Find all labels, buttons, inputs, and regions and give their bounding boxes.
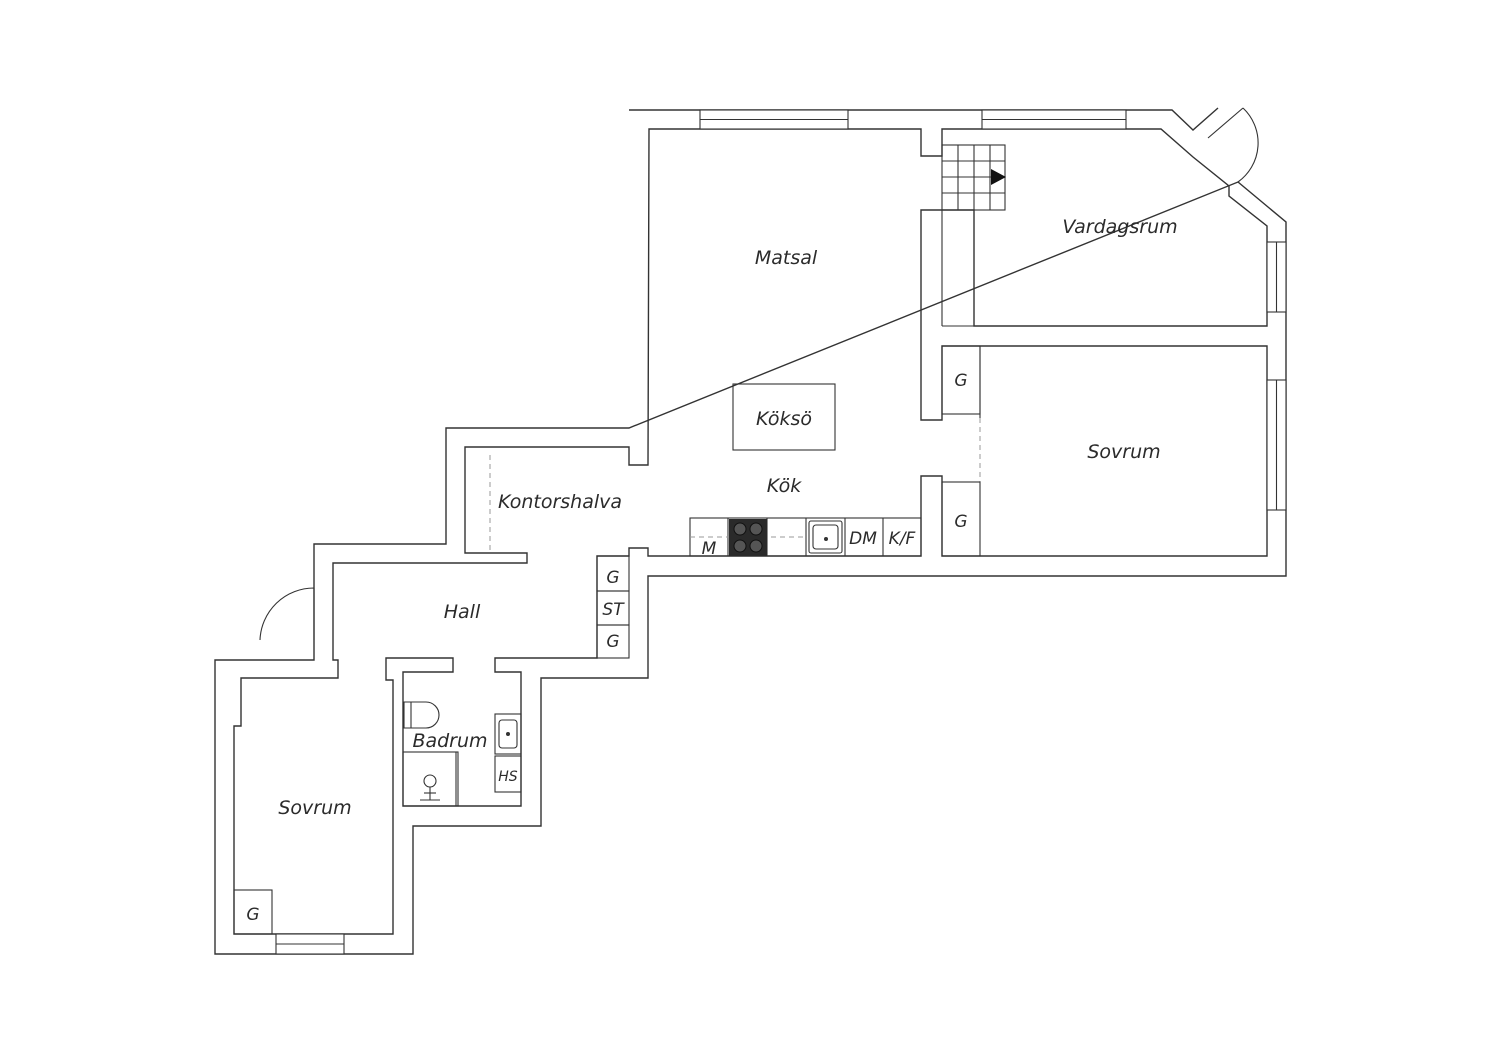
label-microwave: M bbox=[702, 539, 717, 559]
label-g-closet-1: G bbox=[954, 371, 967, 391]
label-sovrum-left: Sovrum bbox=[278, 797, 351, 819]
label-dishwasher: DM bbox=[849, 529, 877, 549]
stair-arrow-icon bbox=[991, 169, 1006, 185]
label-washer: HS bbox=[498, 769, 518, 785]
label-badrum: Badrum bbox=[412, 730, 487, 752]
label-g-closet-2: G bbox=[954, 512, 967, 532]
label-hall: Hall bbox=[444, 601, 481, 623]
outer-wall-outline bbox=[214, 107, 1287, 955]
closet-sovrum-left bbox=[233, 889, 273, 935]
kitchen-sink-icon bbox=[808, 520, 843, 554]
label-kontorshalva: Kontorshalva bbox=[498, 491, 622, 513]
closet-hall-lower bbox=[596, 624, 630, 659]
label-kok: Kök bbox=[767, 475, 802, 497]
label-matsal: Matsal bbox=[755, 247, 818, 269]
label-vardagsrum: Vardagsrum bbox=[1062, 216, 1177, 238]
hob-icon bbox=[729, 519, 767, 556]
label-sovrum-right: Sovrum bbox=[1087, 441, 1160, 463]
label-g-hall-lower: G bbox=[606, 632, 619, 652]
closet-sovrum-right bbox=[941, 481, 981, 557]
label-g-sovrum-left: G bbox=[246, 905, 259, 925]
label-g-hall-upper: G bbox=[606, 568, 619, 588]
kitchen-island bbox=[732, 383, 836, 451]
washer-box bbox=[494, 755, 522, 793]
entrance-door bbox=[259, 587, 315, 641]
bathroom-sink-icon bbox=[494, 713, 522, 755]
balcony-door bbox=[1207, 107, 1259, 183]
label-fridge-freezer: K/F bbox=[889, 529, 916, 549]
label-st-hall: ST bbox=[602, 600, 625, 620]
label-koksö: Köksö bbox=[756, 408, 812, 430]
shower-icon bbox=[402, 751, 459, 807]
staircase bbox=[941, 144, 1006, 211]
partition-vardagsrum bbox=[941, 210, 974, 327]
kitchen-counter bbox=[689, 517, 922, 557]
toilet-icon bbox=[403, 701, 440, 729]
